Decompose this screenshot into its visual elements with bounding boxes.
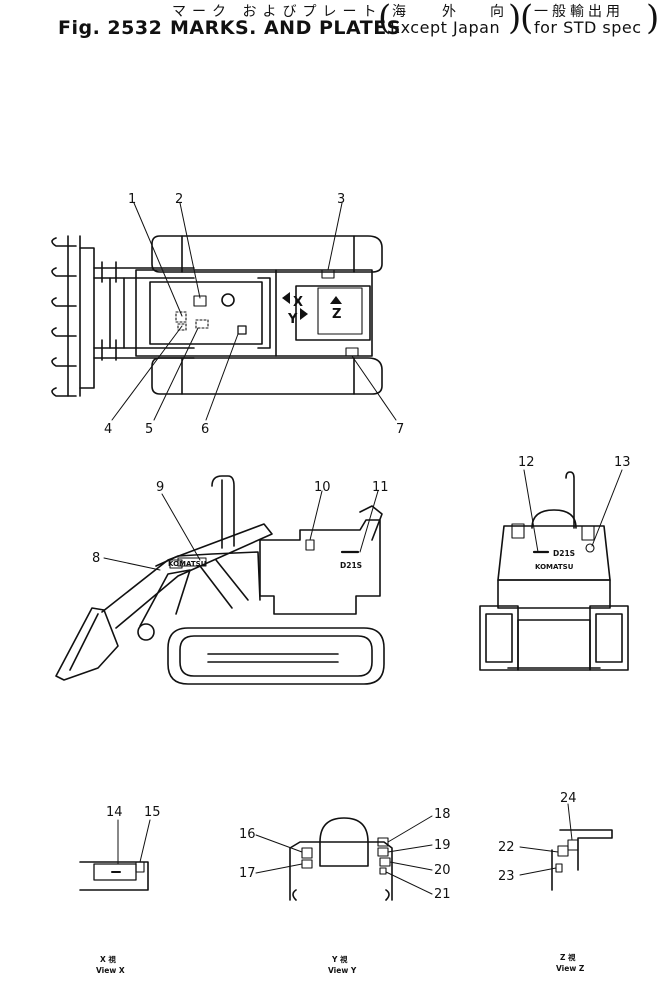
callout-5: 5 xyxy=(145,422,153,437)
body-side: KOMATSU D21S xyxy=(168,505,383,615)
bucket-top xyxy=(51,235,95,397)
body-top xyxy=(135,269,373,357)
arrow-z-icon xyxy=(330,296,342,304)
side-view: KOMATSU D21S xyxy=(55,475,385,685)
view-x-detail xyxy=(79,819,151,891)
leaders-top xyxy=(111,202,397,421)
spec-japanese: 一般輸出用 xyxy=(534,4,624,20)
arrow-z-label: Z xyxy=(332,307,341,322)
view-x-en: View X xyxy=(96,966,125,975)
callout-15: 15 xyxy=(144,805,161,820)
brand-decal-rear: KOMATSU xyxy=(535,563,574,571)
figure-title-text: MARKS. AND PLATES xyxy=(170,17,401,39)
loader-arms-top xyxy=(93,261,195,361)
callout-23: 23 xyxy=(498,869,515,884)
leaders-side xyxy=(103,490,379,571)
callout-21: 21 xyxy=(434,887,451,902)
title-japanese: マーク およびプレート xyxy=(172,4,383,20)
callout-1: 1 xyxy=(128,192,136,207)
callout-12: 12 xyxy=(518,455,535,470)
brand-decal-side: KOMATSU xyxy=(168,560,207,568)
callout-8: 8 xyxy=(92,551,100,566)
cab-side xyxy=(155,475,261,601)
top-view: X Y Z xyxy=(51,202,397,421)
region-japanese-3: 向 xyxy=(490,4,510,20)
view-y-jp: Y 視 xyxy=(331,954,348,964)
callout-20: 20 xyxy=(434,863,451,878)
callout-22: 22 xyxy=(498,840,515,855)
callout-19: 19 xyxy=(434,838,451,853)
callout-2: 2 xyxy=(175,192,183,207)
figure-number: Fig. 2532 xyxy=(58,17,163,39)
rear-view: D21S KOMATSU xyxy=(479,469,629,671)
track-left-top xyxy=(151,235,383,273)
arrow-y-label: Y xyxy=(287,312,298,327)
region-japanese-1: 海 xyxy=(392,4,412,20)
view-labels: X 視 View X Y 視 View Y Z 視 View Z xyxy=(96,952,585,975)
model-decal-rear: D21S xyxy=(553,549,575,558)
view-y-en: View Y xyxy=(328,966,357,975)
callout-10: 10 xyxy=(314,480,331,495)
callout-17: 17 xyxy=(239,866,256,881)
callout-24: 24 xyxy=(560,791,577,806)
callout-18: 18 xyxy=(434,807,451,822)
arrow-y-icon xyxy=(300,308,308,320)
view-x-jp: X 視 xyxy=(100,954,116,964)
callout-7: 7 xyxy=(396,422,404,437)
callout-16: 16 xyxy=(239,827,256,842)
callout-9: 9 xyxy=(156,480,164,495)
bucket-side xyxy=(55,607,119,681)
model-decal-side: D21S xyxy=(340,561,362,570)
region-english: Except Japan xyxy=(390,18,501,37)
view-z-detail xyxy=(519,803,613,891)
callout-numbers: 1 2 3 4 5 6 7 8 9 10 11 12 13 14 15 16 1… xyxy=(92,192,631,902)
callout-6: 6 xyxy=(201,422,209,437)
arm-side xyxy=(101,523,273,641)
callout-14: 14 xyxy=(106,805,123,820)
track-side xyxy=(167,627,385,685)
track-right-top xyxy=(151,357,383,395)
view-y-detail xyxy=(255,815,433,901)
callout-11: 11 xyxy=(372,480,389,495)
region-japanese-2: 外 xyxy=(442,4,462,20)
view-arrows-top: X Y Z xyxy=(282,292,342,327)
callout-13: 13 xyxy=(614,455,631,470)
arrow-x-label: X xyxy=(293,295,303,310)
figure-title: マーク およびプレート Fig. 2532 MARKS. AND PLATES … xyxy=(58,0,658,39)
spec-english: for STD spec xyxy=(534,18,642,37)
callout-4: 4 xyxy=(104,422,112,437)
view-z-jp: Z 視 xyxy=(560,952,576,962)
view-z-en: View Z xyxy=(556,964,585,973)
callout-3: 3 xyxy=(337,192,345,207)
arrow-x-icon xyxy=(282,292,290,304)
